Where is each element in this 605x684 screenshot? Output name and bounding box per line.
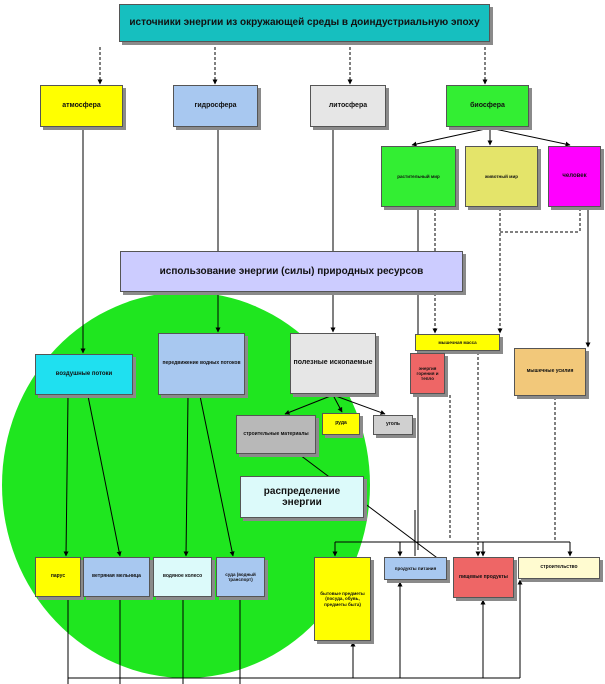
agri-products-box: пищевые продукты	[453, 557, 514, 598]
muscle-effort-box: мышечные усилия	[514, 348, 586, 396]
right-dashed-feeds	[449, 352, 556, 557]
minerals-box: полезные ископаемые	[290, 333, 376, 394]
distribution-bracket	[332, 541, 573, 557]
construction-box: строительство	[518, 557, 600, 579]
household-items-box: бытовые предметы (посуда, обувь, предмет…	[314, 557, 371, 641]
distribution-box: распределение энергии	[240, 476, 364, 518]
title-to-spheres	[97, 47, 488, 85]
lithosphere-box: литосфера	[310, 85, 386, 127]
water-flows-box: передвижение водных потоков	[158, 333, 245, 395]
animals-box: животный мир	[465, 146, 538, 207]
ore-box: руда	[322, 413, 360, 435]
minerals-branches	[284, 394, 386, 415]
air-flow-outputs	[63, 395, 122, 557]
bottom-feedback	[67, 579, 523, 684]
biomass-box: мышечная масса	[415, 334, 500, 351]
combustion-box: энергия горения и тепло	[410, 353, 445, 394]
hydrosphere-box: гидросфера	[173, 85, 258, 127]
atmosphere-box: атмосфера	[40, 85, 123, 127]
biosphere-branches	[411, 127, 571, 147]
plants-box: растительный мир	[381, 146, 456, 207]
usage-box: использование энергии (силы) природных р…	[120, 251, 463, 292]
sphere-trunks	[80, 128, 336, 354]
title-box: источники энергии из окружающей среды в …	[119, 4, 490, 42]
water-flow-outputs	[183, 395, 235, 557]
air-flows-box: воздушные потоки	[35, 354, 133, 395]
human-box: человек	[548, 146, 601, 207]
food-box: продукты питания	[384, 557, 447, 580]
biosphere-box: биосфера	[446, 85, 529, 127]
building-materials-box: строительные материалы	[236, 415, 316, 454]
sails-box: парус	[35, 557, 81, 597]
ship-transport-box: суда (водный транспорт)	[216, 557, 265, 597]
coal-box: уголь	[373, 415, 413, 435]
water-wheel-box: водяное колесо	[153, 557, 212, 597]
windmill-box: ветряная мельница	[83, 557, 150, 597]
